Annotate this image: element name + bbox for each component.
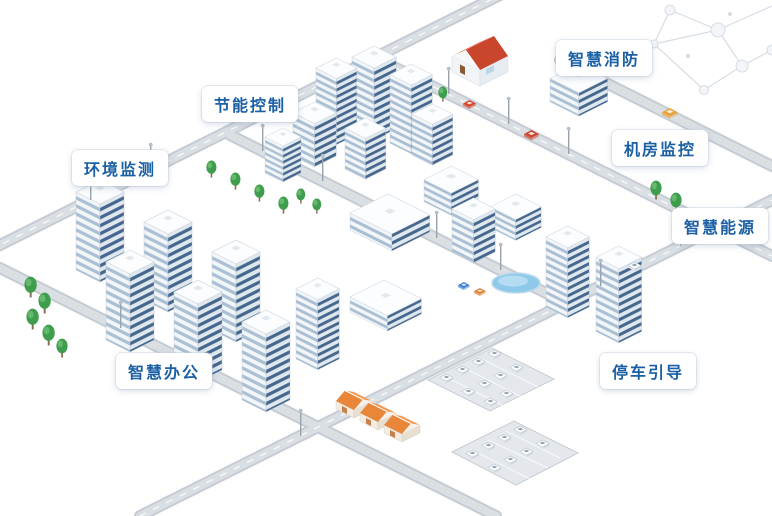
orange-forklift [474, 288, 486, 297]
tree [230, 172, 241, 190]
tree [26, 308, 39, 330]
hotspot-smart-fire[interactable]: 智慧消防 [556, 40, 653, 76]
tree [312, 198, 322, 214]
network-graphic [649, 4, 772, 95]
building [344, 117, 387, 180]
pond [491, 272, 541, 294]
building [411, 103, 454, 166]
tree [206, 160, 217, 178]
tree [278, 196, 289, 214]
building [349, 279, 422, 332]
building [241, 309, 291, 413]
hotspot-smart-office[interactable]: 智慧办公 [116, 353, 213, 389]
hotspot-env-monitoring[interactable]: 环境监测 [72, 150, 169, 186]
tree [42, 324, 55, 346]
tree [254, 184, 265, 202]
building [295, 277, 340, 371]
hotspot-energy-saving[interactable]: 节能控制 [202, 86, 299, 122]
hotspot-smart-energy[interactable]: 智慧能源 [672, 208, 769, 244]
warehouses [335, 390, 421, 443]
building [451, 197, 496, 264]
building [595, 245, 643, 344]
tree [38, 292, 51, 314]
building [105, 249, 155, 353]
hotspot-parking-guidance[interactable]: 停车引导 [600, 353, 697, 389]
parking-lot [426, 347, 580, 486]
tree [296, 188, 306, 204]
blue-forklift [458, 282, 470, 291]
tree [24, 276, 37, 298]
hotspot-room-monitoring[interactable]: 机房监控 [612, 130, 709, 166]
red-roof-house [451, 36, 509, 87]
building [489, 193, 542, 241]
building [545, 225, 590, 319]
tree [56, 338, 68, 358]
building [264, 127, 302, 183]
